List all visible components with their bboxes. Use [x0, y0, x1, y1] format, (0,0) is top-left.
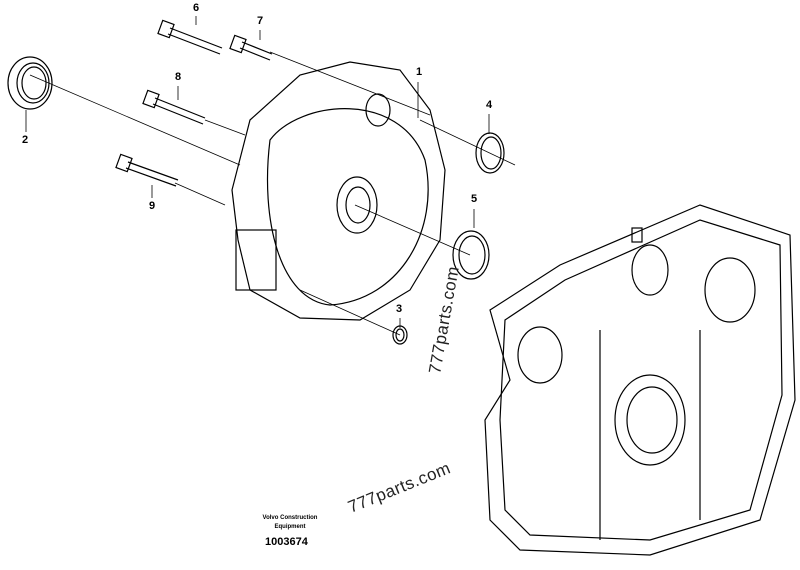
bolt-8: [142, 89, 206, 125]
callout-5: 5: [471, 193, 478, 205]
flywheel-cover-1: [231, 61, 446, 321]
callout-7: 7: [257, 15, 264, 27]
callout-3: 3: [396, 303, 403, 315]
callout-9: 9: [149, 200, 156, 212]
o-ring-4: [475, 132, 505, 174]
callout-8: 8: [175, 71, 182, 83]
leader-lines: [25, 16, 516, 336]
timing-gear-housing: [484, 204, 796, 556]
washer-3: [392, 325, 408, 345]
callout-4: 4: [486, 99, 493, 111]
seal-ring-5: [452, 230, 490, 280]
bolt-6: [157, 19, 223, 55]
callout-6: 6: [193, 2, 200, 14]
seal-ring-2: [7, 56, 53, 110]
document-number: 1003674: [265, 536, 308, 548]
callout-2: 2: [22, 134, 29, 146]
callout-1: 1: [416, 66, 423, 78]
brand-line-1: Volvo Construction: [262, 515, 318, 521]
bolt-9: [115, 153, 179, 187]
brand-label: Volvo Construction Equipment: [255, 514, 325, 532]
bolt-7: [229, 34, 273, 61]
brand-line-2: Equipment: [274, 524, 306, 530]
